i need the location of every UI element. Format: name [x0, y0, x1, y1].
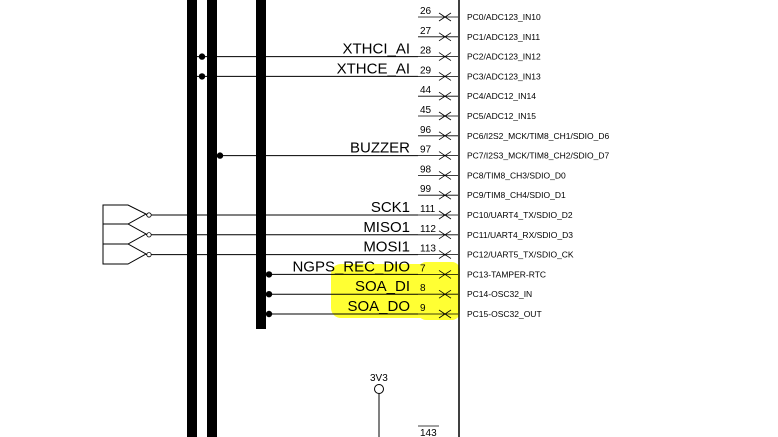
pin-name: PC3/ADC123_IN13 [467, 71, 541, 81]
pin-number: 112 [420, 224, 436, 235]
junction-dot [265, 271, 273, 278]
pin-name: PC1/ADC123_IN11 [467, 32, 540, 42]
pin-name: PC13-TAMPER-RTC [467, 269, 546, 279]
pin-name: PC4/ADC12_IN14 [467, 91, 536, 101]
pin-number: 98 [420, 164, 432, 175]
pin-name: PC10/UART4_TX/SDIO_D2 [467, 210, 573, 220]
pin-number: 28 [420, 46, 432, 57]
bus-bars [187, 0, 266, 437]
pin-name: PC12/UART5_TX/SDIO_CK [467, 250, 574, 260]
pin-number: 7 [420, 263, 426, 274]
pin-number: 45 [420, 105, 432, 116]
bidir-arrow-icon [438, 12, 458, 22]
highlight-layer [331, 262, 460, 320]
net-label: SOA_DO [347, 298, 410, 315]
bidir-arrow-icon [438, 270, 458, 279]
connector-mosi1 [102, 243, 148, 265]
bidir-arrow-icon [438, 171, 458, 180]
pin-name: PC5/ADC12_IN15 [467, 111, 536, 121]
bidir-arrow-icon [438, 91, 458, 101]
connector-sck1 [102, 204, 148, 225]
net-label: SCK1 [371, 199, 410, 216]
pin-name: PC0/ADC123_IN10 [467, 12, 541, 22]
net-label: MISO1 [363, 219, 410, 236]
pin-number: 26 [420, 6, 432, 17]
junction-dot [265, 291, 273, 298]
bus-bar-3 [256, 0, 266, 329]
net-label: XTHCI_AI [342, 41, 410, 58]
power-circle [374, 384, 384, 394]
pin-name: PC15-OSC32_OUT [467, 309, 542, 319]
bidir-arrow-icon [438, 131, 458, 141]
pin-number: 27 [420, 26, 432, 37]
net-label: XTHCE_AI [337, 60, 410, 77]
bidir-arrow-icon [438, 230, 458, 240]
junction-dot [198, 73, 206, 80]
pin-number: 113 [420, 244, 436, 255]
pin-name: PC9/TIM8_CH4/SDIO_D1 [467, 190, 566, 200]
connector-miso1 [102, 223, 148, 245]
pin-name: PC14-OSC32_IN [467, 289, 532, 299]
pin-name: PC2/ADC123_IN12 [467, 52, 541, 62]
connector-end [146, 252, 152, 258]
bidir-arrow-icon [438, 52, 458, 61]
pin-number: 111 [420, 204, 436, 215]
pin-number-bottom: 143 [420, 428, 437, 437]
bidir-arrow-icon [438, 309, 458, 319]
junction-dot [216, 152, 224, 159]
bus-bar-2 [207, 0, 217, 437]
pin-number: 29 [420, 65, 432, 76]
pin-name: PC8/TIM8_CH3/SDIO_D0 [467, 170, 566, 180]
pin-name: PC7/I2S3_MCK/TIM8_CH2/SDIO_D7 [467, 151, 609, 161]
pin-number: 97 [420, 145, 432, 156]
bus-bar-1 [187, 0, 197, 437]
bidir-arrow-icon [438, 151, 458, 160]
spi-connectors [102, 204, 148, 265]
net-label: SOA_DI [355, 278, 410, 295]
net-label: NGPS_REC_DIO [292, 258, 410, 275]
pin-name: PC6/I2S2_MCK/TIM8_CH1/SDIO_D6 [467, 131, 609, 141]
net-label: BUZZER [350, 140, 410, 157]
pin-number: 99 [420, 184, 432, 195]
bidir-arrow-icon [438, 190, 458, 200]
junction-dot [265, 310, 273, 318]
junction-dot [198, 53, 206, 60]
bidir-arrow-icon [438, 289, 458, 299]
net-label: MOSI1 [363, 239, 410, 256]
power-3v3: 3V3 [370, 373, 388, 437]
pin-name: PC11/UART4_RX/SDIO_D3 [467, 230, 573, 240]
bidir-arrow-icon [438, 32, 458, 42]
bidir-arrow-icon [438, 111, 458, 121]
bidir-arrow-icon [438, 210, 458, 220]
pin-number: 9 [420, 303, 426, 314]
power-label: 3V3 [370, 373, 388, 384]
pin-number: 8 [420, 283, 426, 294]
connector-end [146, 212, 152, 218]
connector-end [146, 232, 152, 238]
pin-number: 44 [420, 85, 432, 96]
highlight-soa [331, 264, 445, 318]
bidir-arrow-icon [438, 72, 458, 81]
highlight-pins [418, 262, 460, 320]
bidir-arrow-icon [438, 250, 458, 259]
pin-number: 96 [420, 125, 432, 136]
